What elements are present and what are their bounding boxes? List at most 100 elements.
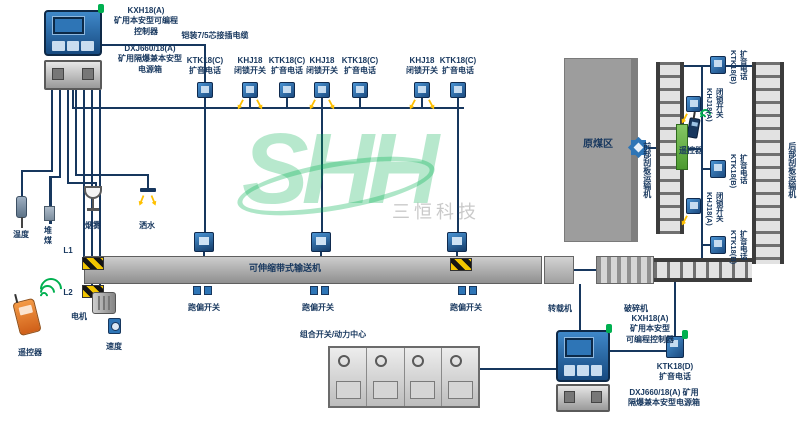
lock-switch-device (686, 96, 701, 112)
wire (457, 98, 459, 107)
wire (286, 98, 288, 107)
remote-label: 遥控器 (679, 146, 703, 155)
speaker-phone-device (710, 56, 726, 74)
combination-switch-cabinet (328, 346, 480, 408)
wire (456, 252, 458, 257)
temperature-sensor (16, 196, 27, 228)
device-label: KTK18(C) 扩音电话 (268, 56, 306, 76)
lock-switch-device (686, 198, 701, 214)
wire (359, 98, 361, 107)
coal-pile-label: 堆煤 (44, 226, 52, 246)
smoke-sensor-stem (92, 199, 94, 208)
antenna-icon (98, 4, 104, 13)
device-label: KHJ18 闭锁开关 (406, 56, 438, 76)
wire (320, 252, 322, 257)
remote-receiver-panel (676, 124, 688, 170)
deviation-switch-device (469, 286, 477, 295)
wire (579, 284, 581, 330)
speaker-phone-device (197, 82, 213, 98)
wire (67, 90, 69, 182)
crusher-label: 破碎机 (624, 304, 648, 313)
device-label: KHJ18(A) 闭锁开关 (705, 88, 725, 122)
belt-label: 可伸缩带式输送机 (248, 263, 321, 273)
wire (457, 109, 459, 233)
speaker-phone-device (710, 160, 726, 178)
deviation-switch-label: 跑偏开关 (302, 303, 334, 312)
device-label: KTK18(C) 扩音电话 (341, 56, 379, 76)
wire (102, 44, 206, 46)
wire (21, 170, 53, 172)
raw-coal-label: 原煤区 (583, 139, 613, 150)
remote-control (12, 293, 42, 337)
remote-control-handset (686, 117, 701, 139)
hazard-block-l1 (82, 257, 104, 270)
spray-label: 洒水 (139, 221, 155, 230)
remote-label: 遥控器 (18, 348, 42, 357)
remote-antenna-icon (14, 293, 19, 304)
wire (702, 168, 711, 170)
spray-nozzle (140, 188, 156, 192)
speed-label: 速度 (106, 342, 122, 351)
watermark-swoosh-icon (233, 144, 439, 228)
wire (249, 98, 251, 107)
speaker-phone-device (666, 336, 684, 358)
device-label: KTK18(B) 扩音电话 (729, 50, 749, 85)
wire (321, 98, 323, 107)
speaker-phone-device (450, 82, 466, 98)
wire (204, 109, 206, 233)
line1-label: L1 (63, 246, 73, 255)
controller-keys (564, 364, 602, 377)
antenna-icon (606, 324, 612, 333)
transfer-machine (544, 256, 574, 284)
device-label: KTK18(B) 扩音电话 (729, 154, 749, 189)
belt-speaker-phone (311, 232, 331, 252)
deviation-switch-device (321, 286, 329, 295)
wire (421, 98, 423, 107)
device-label: KHJ18 闭锁开关 (234, 56, 266, 76)
watermark-company: 三恒科技 (392, 202, 480, 222)
cabinet-panel (367, 348, 405, 406)
flameproof-power-box (44, 60, 102, 90)
plc-controller (44, 10, 102, 56)
rear-scraper-conveyor (752, 62, 784, 264)
power-box-label: DXJ660/18(A) 矿用隔爆兼本安型 电源箱 (118, 44, 182, 74)
smoke-sensor-base (87, 208, 99, 211)
device-label: KHJ18(A) 闭锁开关 (705, 192, 725, 226)
wire (702, 244, 711, 246)
flameproof-power-box (556, 384, 610, 412)
line2-label: L2 (63, 288, 73, 297)
wire (204, 98, 206, 107)
wire (203, 252, 205, 257)
power-center-label: 组合开关/动力中心 (299, 330, 367, 339)
wire (610, 350, 666, 352)
device-label: KHJ18 闭锁开关 (306, 56, 338, 76)
deviation-switch-device (204, 286, 212, 295)
rear-scraper-label: 后部刮板运输机 (787, 142, 797, 198)
speaker-phone-device (279, 82, 295, 98)
wire (321, 109, 323, 233)
device-label: KTK18(C) 扩音电话 (186, 56, 224, 76)
controller-label: KXH18(A) 矿用本安型可编程 控制器 (114, 6, 178, 36)
transfer-point-star-icon (631, 140, 646, 155)
wire (674, 282, 676, 336)
wire (701, 66, 703, 258)
power-box-label: DXJ660/18(A) 矿用 隔爆兼本安型电源箱 (628, 388, 700, 408)
transfer-label: 转载机 (548, 304, 572, 313)
cabinet-panel (442, 348, 478, 406)
plc-controller (556, 330, 610, 382)
belt-speaker-phone (194, 232, 214, 252)
cabinet-panel (330, 348, 368, 406)
wire (75, 90, 77, 174)
cabinet-panel (405, 348, 442, 406)
wire (688, 148, 702, 150)
deviation-switch-device (193, 286, 201, 295)
deviation-switch-label: 跑偏开关 (188, 303, 220, 312)
wire (72, 90, 74, 108)
device-label: KTK18(B) 扩音电话 (729, 230, 749, 265)
remote-screen (18, 304, 34, 316)
cable-label: 铠装7/5芯接插电缆 (181, 31, 249, 40)
wire (67, 182, 97, 184)
wire (204, 46, 206, 84)
controller-label: KXH18(A) 矿用本安型 可编程控制器 (626, 314, 674, 344)
